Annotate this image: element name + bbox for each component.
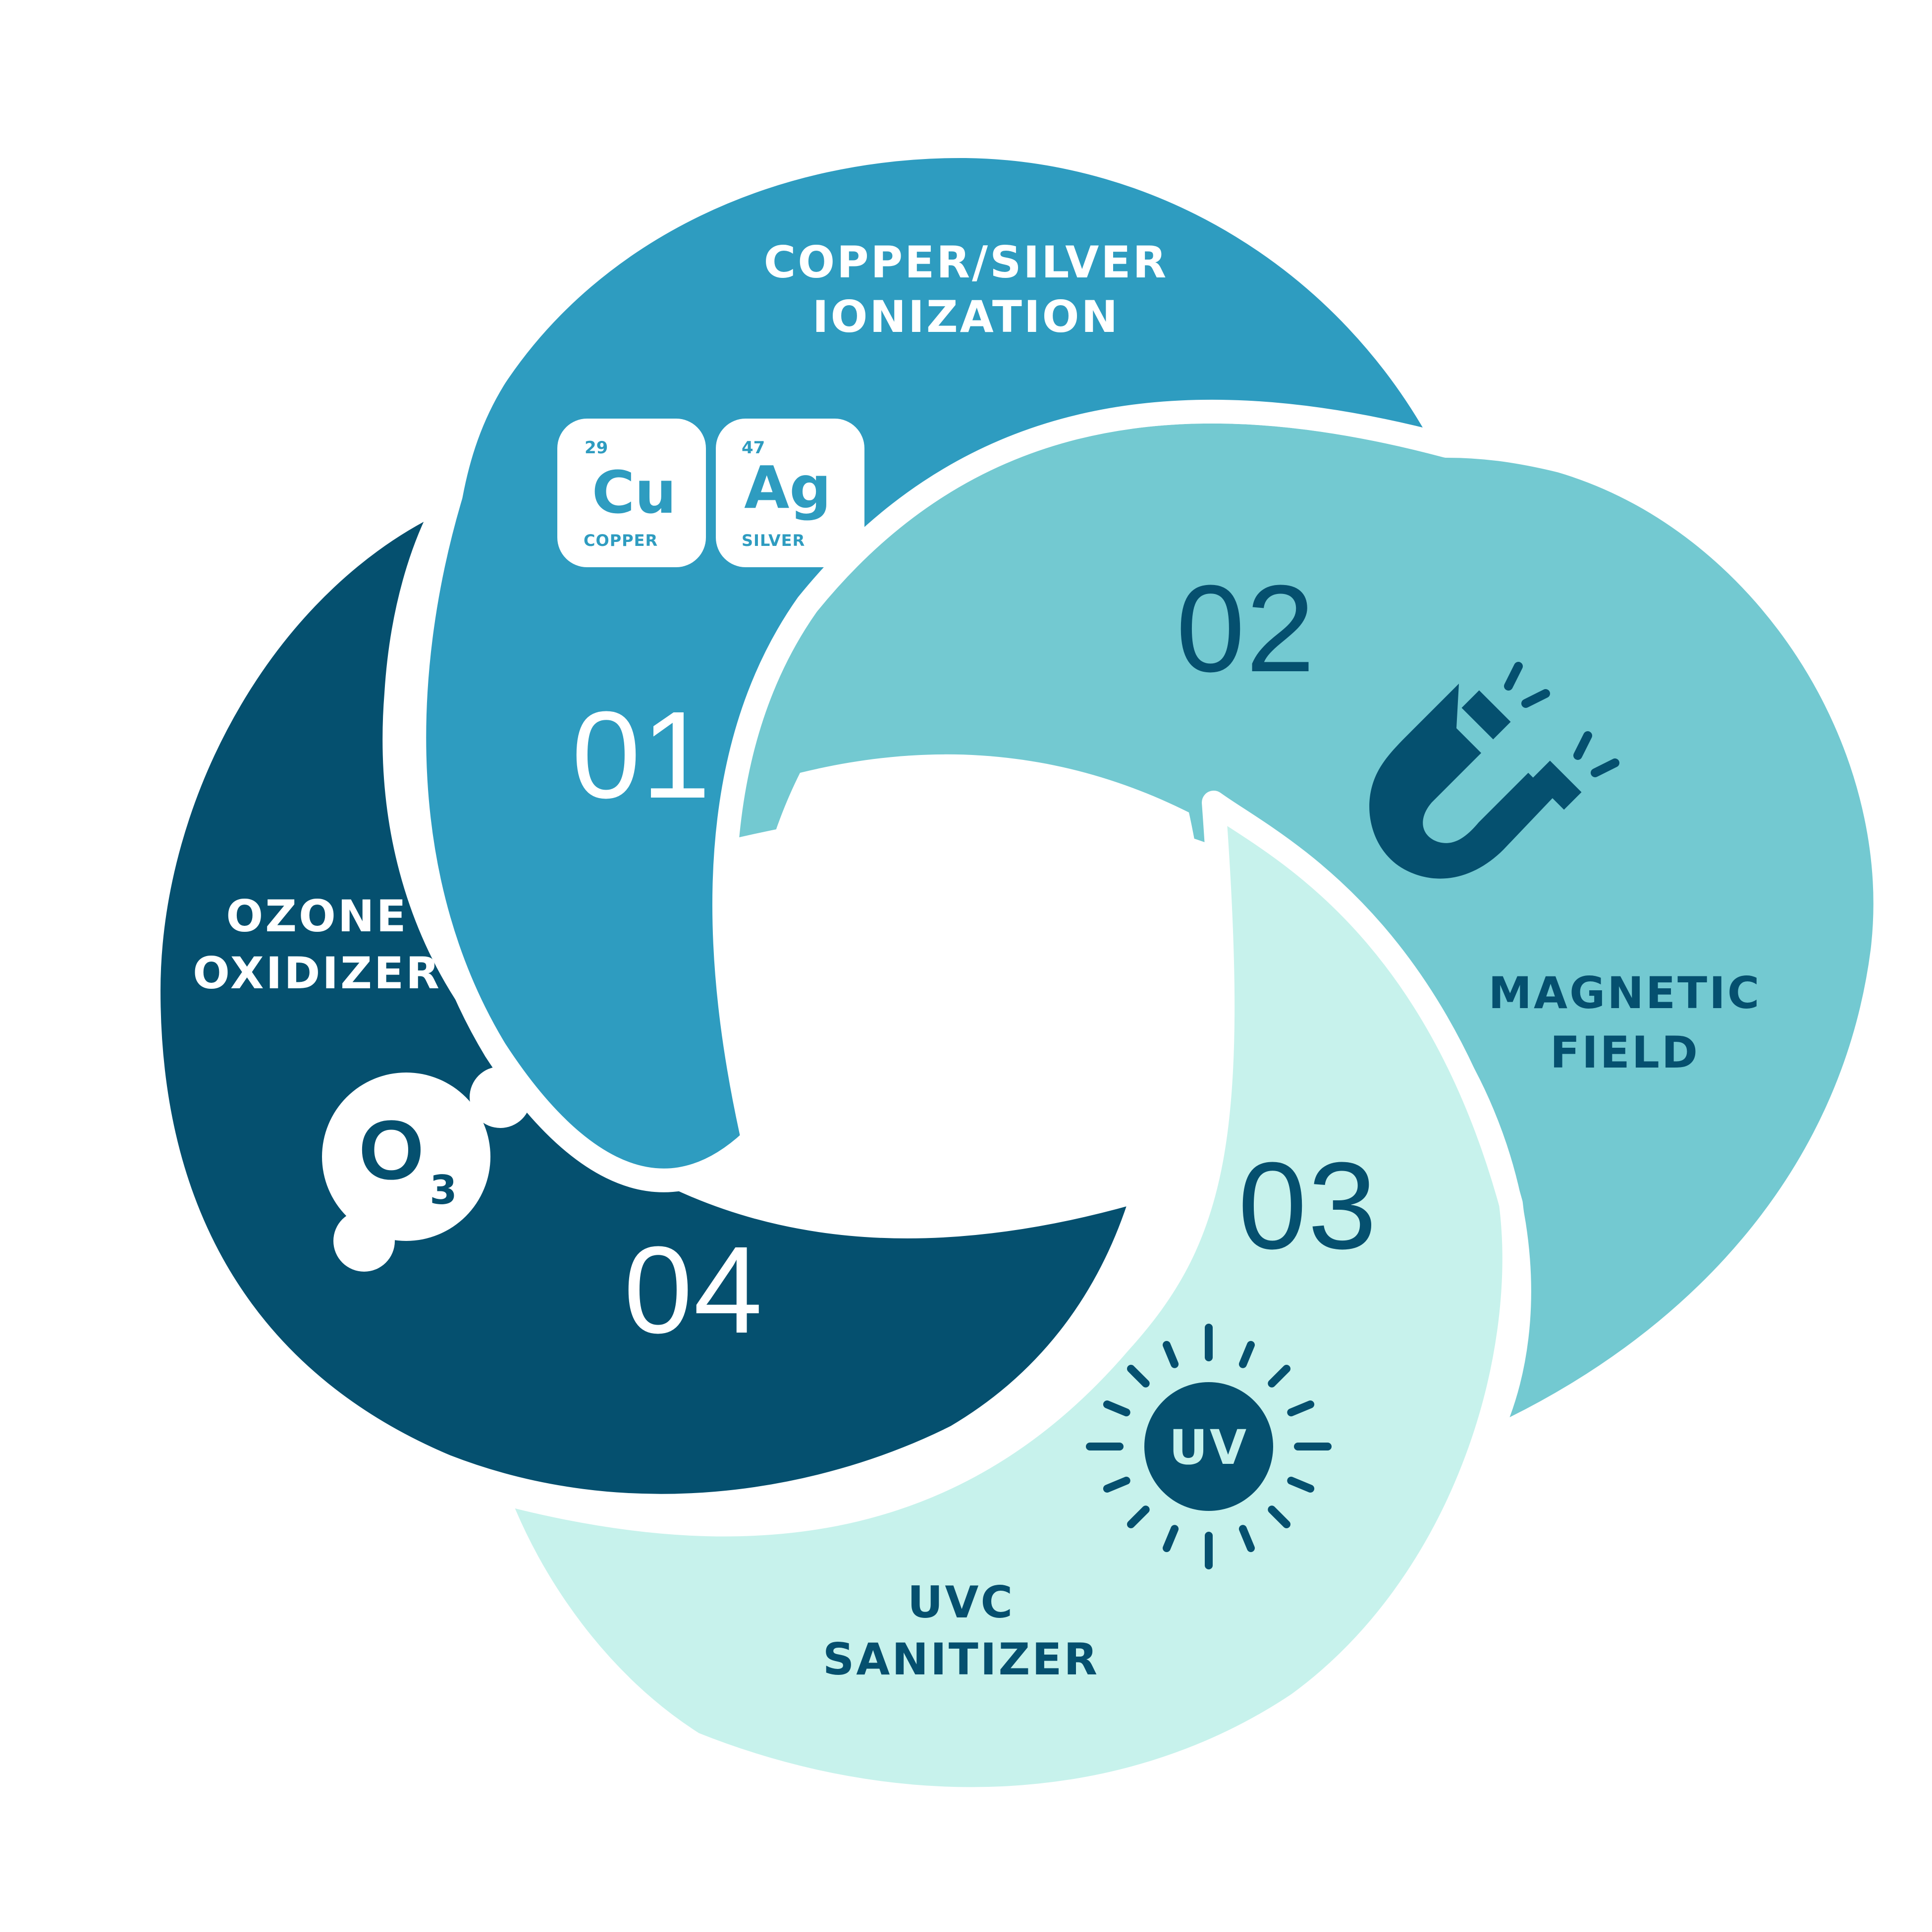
- uv-ray: [1268, 1505, 1290, 1528]
- silver-name: SILVER: [742, 531, 805, 550]
- step-02-title-line2: FIELD: [1550, 1027, 1700, 1078]
- periodic-elements-icon: 29 Cu COPPER 47 Ag SILVER: [557, 419, 864, 567]
- silver-atomic-number: 47: [742, 438, 765, 458]
- silver-symbol: Ag: [744, 453, 831, 522]
- uv-ray: [1287, 1476, 1315, 1493]
- uv-ray: [1268, 1365, 1290, 1388]
- step-02-title-line1: MAGNETIC: [1488, 967, 1761, 1019]
- step-01-number: 01: [572, 686, 711, 824]
- uv-ray: [1127, 1505, 1150, 1528]
- copper-atomic-number: 29: [585, 438, 608, 458]
- step-03-number: 03: [1238, 1136, 1378, 1275]
- step-02-number: 02: [1176, 559, 1316, 698]
- ozone-o: O: [359, 1103, 424, 1197]
- uv-sun-icon: UV: [1086, 1324, 1332, 1569]
- segment-04: [137, 483, 1156, 1518]
- copper-symbol: Cu: [592, 458, 677, 527]
- step-03-title-line2: SANITIZER: [823, 1634, 1099, 1685]
- ozone-subscript: 3: [429, 1167, 457, 1213]
- step-01-title-line2: IONIZATION: [812, 291, 1120, 342]
- uv-label: UV: [1169, 1420, 1248, 1475]
- step-01-title-line1: COPPER/SILVER: [764, 237, 1168, 288]
- uv-ray: [1238, 1525, 1255, 1553]
- ozone-molecule-icon: O 3: [322, 1067, 531, 1272]
- uv-ray: [1103, 1400, 1130, 1417]
- uv-ray: [1127, 1365, 1150, 1388]
- segment-03: [483, 791, 1526, 1811]
- step-04-title-line2: OXIDIZER: [193, 948, 441, 999]
- uv-ray: [1238, 1341, 1255, 1368]
- copper-name: COPPER: [584, 531, 658, 550]
- step-04-number: 04: [624, 1221, 763, 1359]
- magnet-icon: [1369, 662, 1619, 879]
- uv-ray: [1287, 1400, 1315, 1417]
- uv-ray: [1163, 1525, 1179, 1553]
- silver-element-tile: 47 Ag SILVER: [716, 419, 864, 567]
- uv-ray: [1103, 1476, 1130, 1493]
- center-gap: [747, 754, 1207, 1216]
- step-03-title-line1: UVC: [908, 1577, 1015, 1628]
- step-04-title-line1: OZONE: [226, 891, 408, 942]
- copper-element-tile: 29 Cu COPPER: [557, 419, 706, 567]
- uv-ray: [1163, 1341, 1179, 1368]
